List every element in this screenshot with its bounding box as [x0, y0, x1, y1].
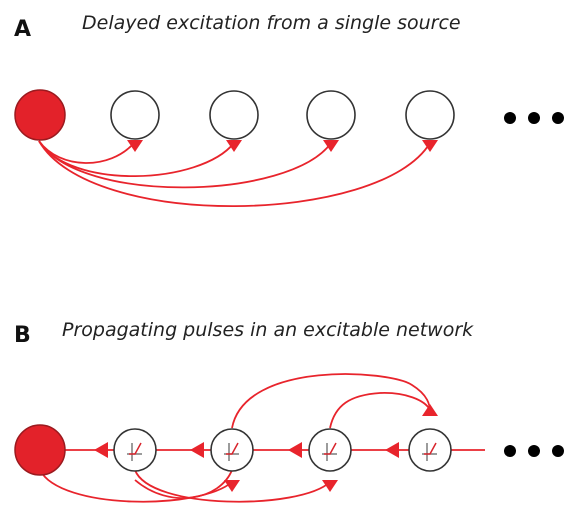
panel-a-label: A [14, 17, 32, 42]
excitable-unit-b-3 [308, 428, 352, 472]
synapse-arrowhead-b-3 [288, 442, 302, 458]
synapse-arrowhead-b-7 [322, 480, 338, 492]
target-neuron-a-3 [306, 90, 356, 140]
connection-a-4 [38, 140, 431, 207]
panel-a-title: Delayed excitation from a single source [82, 12, 461, 34]
synapse-arrowhead-b-5 [422, 404, 438, 416]
panel-b-diagram [14, 373, 564, 503]
connection-b-bottom-1 [39, 469, 233, 503]
excitable-unit-b-1 [113, 428, 157, 472]
target-neuron-a-1 [110, 90, 160, 140]
ellipsis-dots-b [504, 445, 564, 457]
ellipsis-dots-a [504, 112, 564, 124]
excitable-unit-b-2 [210, 428, 254, 472]
panel-a-diagram [14, 89, 564, 207]
source-neuron-a [14, 89, 66, 141]
connection-a-1 [38, 140, 135, 164]
synapse-arrowhead-b-1 [94, 442, 108, 458]
synapse-arrowhead-a-2 [226, 140, 242, 152]
connection-a-3 [38, 140, 332, 189]
panel-b-title: Propagating pulses in an excitable netwo… [62, 319, 474, 341]
excitable-unit-b-4 [408, 428, 452, 472]
connection-b-top-1 [231, 373, 431, 429]
connection-b-bottom-2 [134, 469, 331, 503]
synapse-arrowhead-b-2 [190, 442, 204, 458]
source-neuron-b [14, 424, 66, 476]
panel-b-label: B [14, 323, 31, 348]
connection-b-top-2 [329, 392, 431, 429]
connection-b-bottom-3 [134, 469, 233, 500]
target-neuron-a-4 [405, 90, 455, 140]
target-neuron-a-2 [209, 90, 259, 140]
synapse-arrowhead-b-4 [385, 442, 399, 458]
synapse-arrowhead-a-1 [127, 140, 143, 152]
synapse-arrowhead-b-6 [224, 480, 240, 492]
synapse-arrowhead-a-3 [323, 140, 339, 152]
synapse-arrowhead-a-4 [422, 140, 438, 152]
